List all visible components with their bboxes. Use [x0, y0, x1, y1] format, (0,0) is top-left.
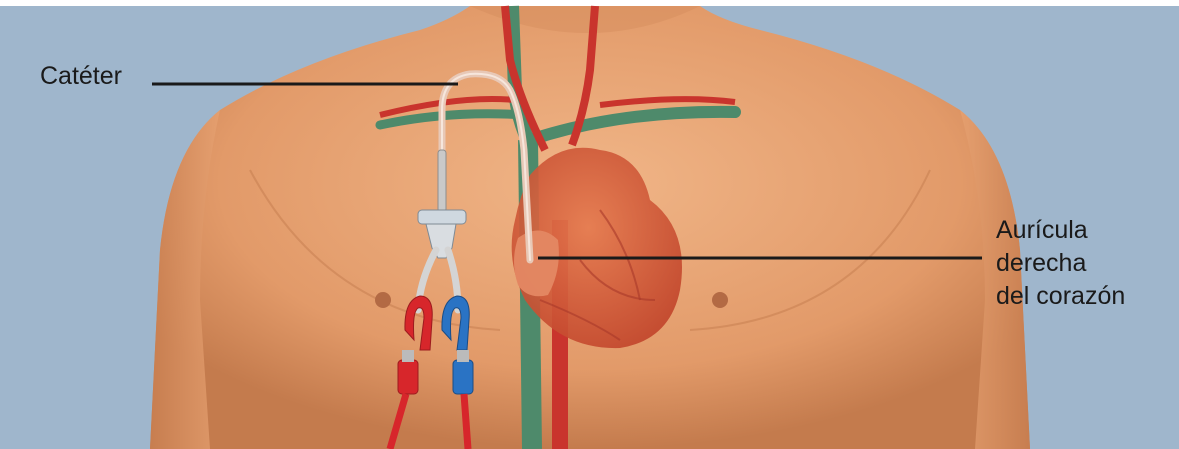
blue-bloodline	[464, 394, 468, 449]
right-atrium-label-line-1: Aurícula	[996, 214, 1125, 247]
top-white-strip	[0, 0, 1179, 6]
right-nipple	[712, 292, 728, 308]
blue-connector	[453, 360, 473, 394]
catheter-label: Catéter	[40, 60, 122, 93]
red-connector	[398, 360, 418, 394]
right-atrium-label-line-3: del corazón	[996, 280, 1125, 313]
blue-connector-cap	[457, 350, 469, 362]
right-atrium	[514, 230, 559, 296]
red-connector-cap	[402, 350, 414, 362]
right-atrium-label: Aurícula derecha del corazón	[996, 214, 1125, 313]
right-atrium-label-line-2: derecha	[996, 247, 1125, 280]
catheter-external-shaft	[438, 150, 446, 212]
catheter-hub	[418, 210, 466, 224]
left-nipple	[375, 292, 391, 308]
